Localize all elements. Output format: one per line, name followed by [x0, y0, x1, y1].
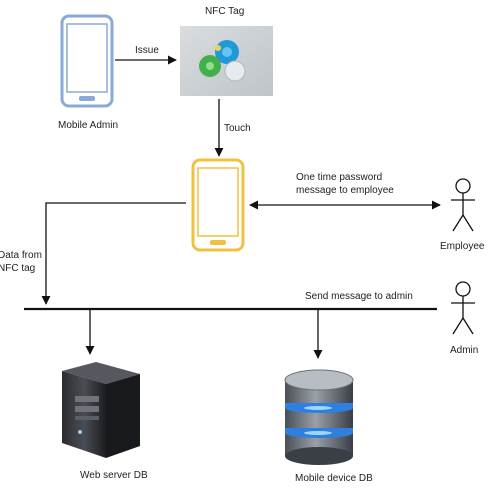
employee-actor-icon	[451, 179, 475, 231]
admin-label: Admin	[450, 345, 478, 356]
admin-actor-icon	[451, 282, 475, 334]
mobile-device-db-icon	[285, 370, 353, 465]
mobile-admin-phone-icon	[62, 16, 112, 106]
send-message-label: Send message to admin	[305, 291, 413, 302]
employee-phone-icon	[193, 160, 243, 250]
mobile-admin-label: Mobile Admin	[58, 120, 118, 131]
otp-label-line1: One time password	[296, 172, 382, 183]
data-label-line2: NFC tag	[0, 263, 35, 274]
otp-label-line2: message to employee	[296, 185, 394, 196]
data-label-line1: Data from	[0, 250, 42, 261]
web-server-icon	[62, 362, 140, 458]
touch-label: Touch	[224, 123, 251, 134]
data-from-nfc-arrow	[46, 203, 186, 304]
employee-label: Employee	[440, 241, 485, 252]
issue-label: Issue	[135, 45, 159, 56]
nfc-tag-image	[180, 26, 273, 96]
web-server-db-label: Web server DB	[80, 470, 148, 481]
mobile-device-db-label: Mobile device DB	[295, 473, 373, 484]
nfc-tag-label: NFC Tag	[205, 6, 244, 17]
